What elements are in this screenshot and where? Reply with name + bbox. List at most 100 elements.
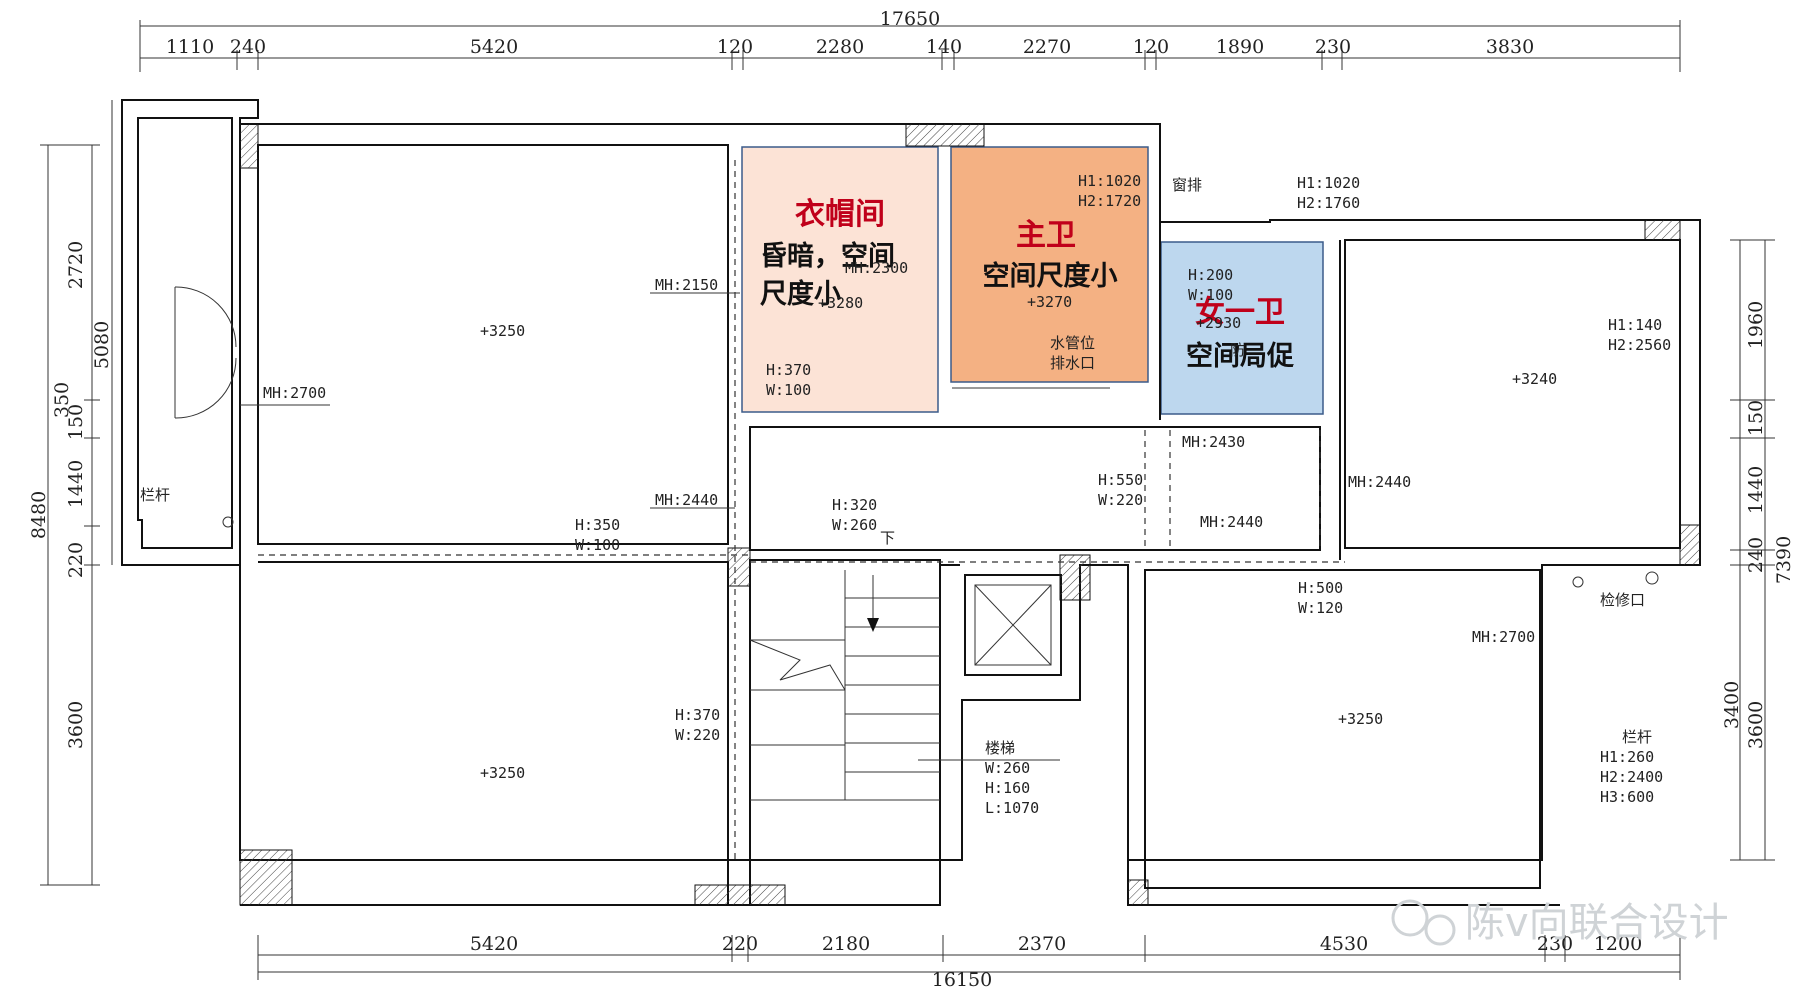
dim-left-350: 350 [51,382,73,418]
dim-top-1: 1110 [166,36,214,58]
dim-top-7: 2270 [1023,36,1071,58]
closet-note-2: 尺度小 [760,278,841,310]
h370-w100-2: W:100 [766,381,811,399]
level-3250-b: +3250 [480,764,525,782]
dim-total-top: 17650 [880,8,940,30]
guest-bath-note: 空间局促 [1186,340,1294,372]
h1-140-h2-2560-1: H1:140 [1608,316,1662,334]
fragment-label: 防 [1230,341,1245,359]
dim-top-11: 3830 [1486,36,1534,58]
h370-w220-2: W:220 [675,726,720,744]
mh2700-left-label: MH:2700 [263,384,326,402]
water-pipe-2: 排水口 [1050,354,1095,372]
closet-room [741,146,939,413]
access-panel-label: 检修口 [1600,591,1645,609]
dim-total-bottom: 16150 [932,969,992,991]
railing-left-label: 栏杆 [140,486,170,504]
mh2440-mid-label: MH:2440 [1200,513,1263,531]
dim-bottom-7: 1200 [1594,933,1642,955]
h1-140-h2-2560-2: H2:2560 [1608,336,1671,354]
h200-w100-2: W:100 [1188,286,1233,304]
level-2930: +2930 [1196,314,1241,332]
dim-left-1440: 1440 [65,460,87,508]
h550-w220-2: W:220 [1098,491,1143,509]
dim-top-6: 140 [926,36,962,58]
dim-right-7390: 7390 [1773,536,1795,584]
master-bath-room [950,146,1149,383]
staircase [749,570,940,801]
dim-bottom-3: 2180 [822,933,870,955]
dim-left-5080: 5080 [91,321,113,369]
h320-w260-1: H:320 [832,496,877,514]
dim-top-4: 120 [717,36,753,58]
guest-bath-room [1160,241,1324,415]
mh2430-label: MH:2430 [1182,433,1245,451]
h370-w100-1: H:370 [766,361,811,379]
railing-right-3: H2:2400 [1600,768,1663,786]
mh2300-label: MH:2300 [845,259,908,277]
dim-top-10: 230 [1315,36,1351,58]
dim-top-5: 2280 [816,36,864,58]
railing-right-4: H3:600 [1600,788,1654,806]
watermark: 陈v向联合设计 [1391,899,1729,946]
dim-bottom-5: 4530 [1320,933,1368,955]
stairs-1: 楼梯 [985,739,1015,757]
master-bath-note: 空间尺度小 [983,260,1118,292]
guest-bath-title: 女一卫 [1195,295,1285,330]
h350-w100-1: H:350 [575,516,620,534]
dim-top-2: 240 [230,36,266,58]
dim-bottom-2: 220 [722,933,758,955]
h350-w100-2: W:100 [575,536,620,554]
h500-w120-1: H:500 [1298,579,1343,597]
right-dimensions: 1960 150 1440 240 7390 3400 3600 [1721,239,1795,861]
h1-1020-h2-1760-1: H1:1020 [1297,174,1360,192]
dim-top-3: 5420 [470,36,518,58]
annotations: MH:2150 MH:2300 MH:2700 MH:2440 MH:2430 … [140,172,1671,817]
dim-right-3400: 3400 [1721,681,1743,729]
railing-right-2: H1:260 [1600,748,1654,766]
dim-top-9: 1890 [1216,36,1264,58]
master-bath-title: 主卫 [1016,218,1076,253]
level-3250-a: +3250 [480,322,525,340]
dim-left-150: 150 [65,404,87,440]
level-3240: +3240 [1512,370,1557,388]
mh2150-label: MH:2150 [655,276,718,294]
dim-right-3600: 3600 [1745,701,1767,749]
stairs-3: H:160 [985,779,1030,797]
dim-bottom-1: 5420 [470,933,518,955]
level-3280: +3280 [818,294,863,312]
h1-1020-h2-1760-2: H2:1760 [1297,194,1360,212]
dim-left-3600: 3600 [65,701,87,749]
dim-bottom-6: 230 [1537,933,1573,955]
mh2440-left-label: MH:2440 [655,491,718,509]
dim-left-2720: 2720 [65,241,87,289]
h550-w220-1: H:550 [1098,471,1143,489]
water-pipe-1: 水管位 [1050,334,1095,352]
down-arrow-icon [867,618,879,632]
level-3270: +3270 [1027,293,1072,311]
closet-note-1: 昏暗，空间 [760,240,895,272]
closet-title: 衣帽间 [795,197,885,232]
stairs-2: W:260 [985,759,1030,777]
dim-bottom-4: 2370 [1018,933,1066,955]
dashed-lines [258,160,1345,860]
dim-left-220: 220 [65,542,87,578]
dim-right-1440: 1440 [1745,466,1767,514]
h320-w260-2: W:260 [832,516,877,534]
top-dimensions: 17650 1110 240 5420 120 2280 140 2270 12… [139,8,1681,72]
level-3250-c: +3250 [1338,710,1383,728]
h500-w120-2: W:120 [1298,599,1343,617]
h200-w100-1: H:200 [1188,266,1233,284]
window-vent-label: 窗排 [1172,176,1202,194]
down-label: 下 [880,529,895,547]
dim-top-8: 120 [1133,36,1169,58]
left-dimensions: 8480 2720 5080 350 150 1440 220 3600 [28,100,113,886]
h370-w220-1: H:370 [675,706,720,724]
balcony-door [174,286,237,419]
dim-right-150: 150 [1745,400,1767,436]
h1-1020-h2-1720-2: H2:1720 [1078,192,1141,210]
stairs-4: L:1070 [985,799,1039,817]
dim-left-8480: 8480 [28,491,50,539]
structural-columns [239,123,1701,906]
